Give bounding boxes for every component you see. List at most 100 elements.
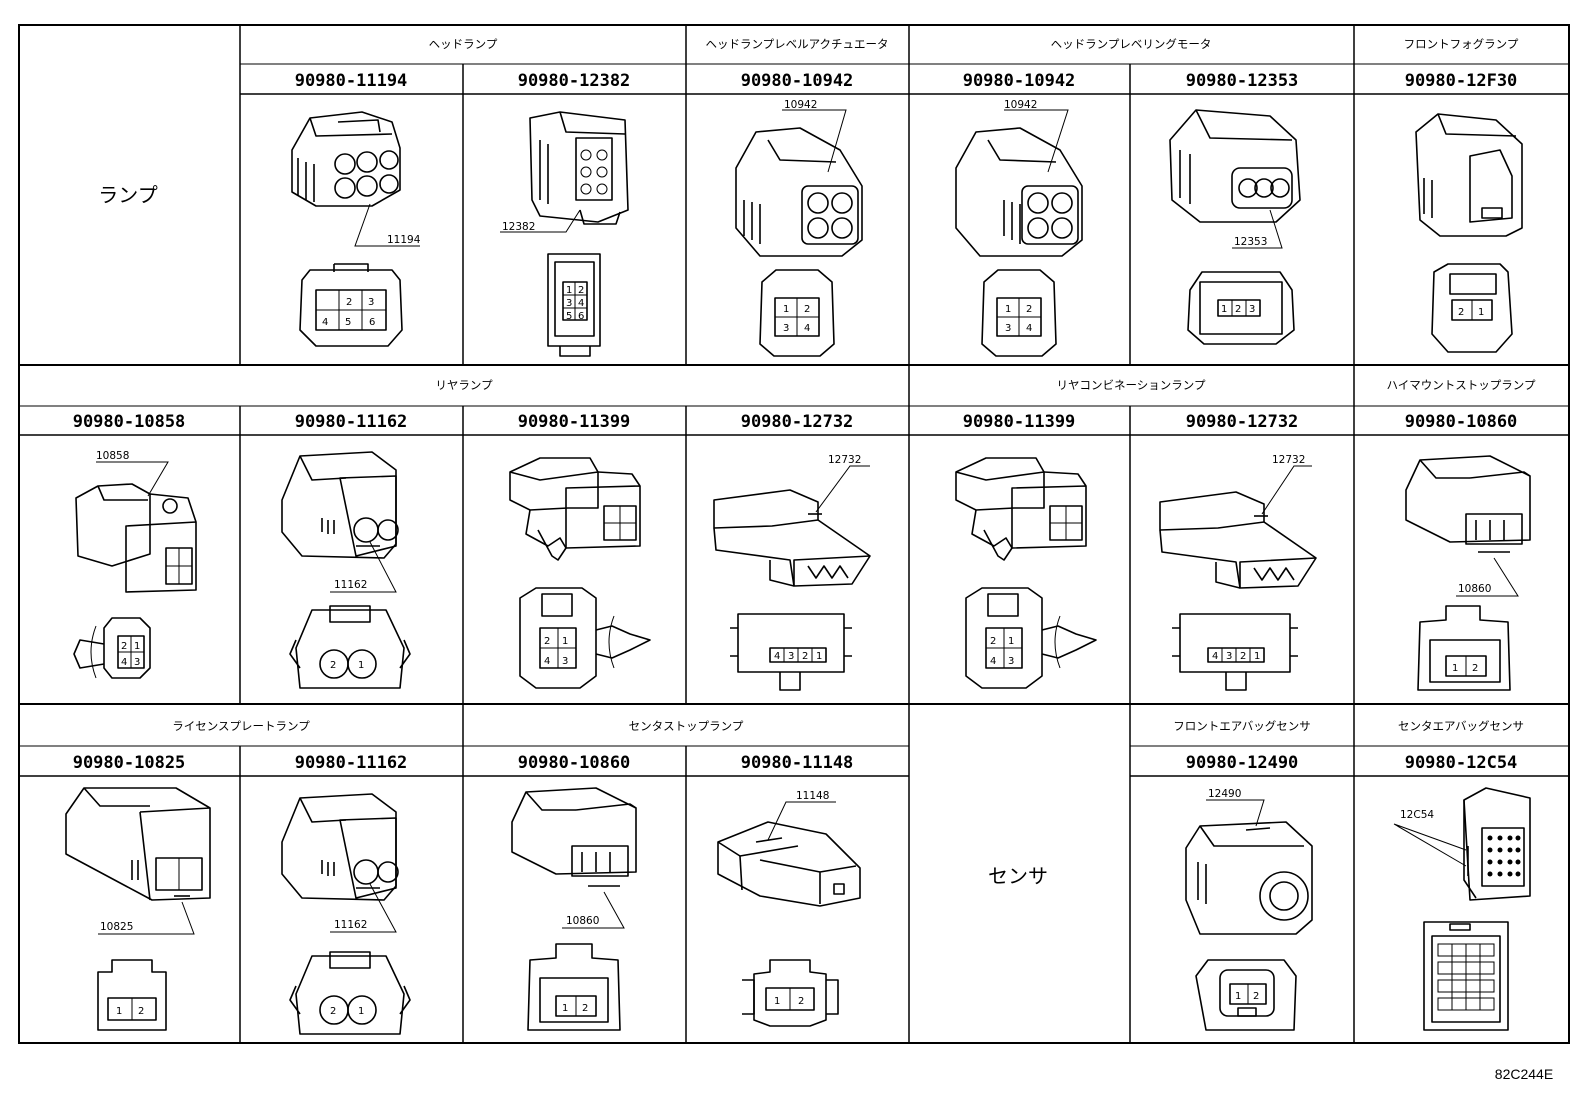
- pin-label: 1: [358, 1006, 364, 1017]
- callout-label: 12732: [1272, 454, 1305, 466]
- svg-text:1: 1: [1005, 304, 1011, 315]
- part-number: 90980-10825: [73, 753, 186, 773]
- group-header-front-fog: フロントフォグランプ: [1404, 37, 1519, 51]
- part-number: 90980-12353: [1186, 71, 1299, 91]
- part-number: 90980-12732: [741, 412, 854, 432]
- row-label-lamp: ランプ: [98, 183, 157, 207]
- connector-drawing-11148: 11148 1 2: [717, 790, 861, 1027]
- pin-label: 3: [1226, 651, 1232, 662]
- connector-drawing-12732-a: 12732 4 3 2 1: [713, 454, 871, 691]
- svg-text:1: 1: [783, 304, 789, 315]
- group-header-leveling-actuator: ヘッドランプレベルアクチュエータ: [705, 37, 888, 51]
- callout-label: 12490: [1208, 788, 1241, 800]
- figure-reference: 82C244E: [1495, 1066, 1553, 1082]
- callout-label: 12C54: [1400, 809, 1434, 821]
- part-number: 90980-12382: [518, 71, 631, 91]
- part-number: 90980-11162: [295, 412, 408, 432]
- row-label-sensor: センサ: [988, 864, 1048, 888]
- connector-drawing-11399-a: 2 1 4 3: [509, 457, 651, 689]
- svg-text:6: 6: [369, 317, 375, 328]
- connector-drawing-11162-a: 11162 2 1: [281, 451, 411, 689]
- svg-text:5: 5: [566, 311, 572, 322]
- connector-drawing-11399-b: 2 1 4 3: [955, 457, 1097, 689]
- part-number-row-1: 90980-11194 90980-12382 90980-10942 9098…: [295, 71, 1518, 91]
- pin-label: 2: [990, 636, 996, 647]
- pin-label: 2: [1472, 663, 1478, 674]
- callout-label: 12732: [828, 454, 861, 466]
- pin-label: 2: [802, 651, 808, 662]
- callout-label: 11162: [334, 919, 367, 931]
- svg-text:1: 1: [1221, 304, 1227, 315]
- pin-label: 1: [816, 651, 822, 662]
- part-number: 90980-11399: [963, 412, 1076, 432]
- svg-text:2: 2: [346, 297, 352, 308]
- callout-label: 10942: [1004, 99, 1037, 111]
- svg-text:6: 6: [578, 311, 584, 322]
- group-header-front-airbag: フロントエアバッグセンサ: [1173, 719, 1311, 733]
- callout-label: 10825: [100, 921, 133, 933]
- connector-drawing-11162-b: 11162 2 1: [281, 793, 411, 1035]
- pin-label: 1: [116, 1006, 122, 1017]
- connector-drawing-10942-b: 10942 1 2 3 4: [955, 99, 1083, 357]
- grid-lines: [19, 25, 1569, 1043]
- part-number: 90980-11194: [295, 71, 408, 91]
- svg-text:2: 2: [1235, 304, 1241, 315]
- connector-drawing-12F30: 2 1: [1415, 113, 1523, 353]
- pin-label: 1: [1452, 663, 1458, 674]
- group-header-leveling-motor: ヘッドランプレベリングモータ: [1051, 37, 1212, 51]
- part-number: 90980-10860: [1405, 412, 1518, 432]
- part-number: 90980-12490: [1186, 753, 1299, 773]
- group-header-high-mount: ハイマウントストップランプ: [1387, 378, 1536, 392]
- callout-label: 10860: [566, 915, 599, 927]
- pin-label: 1: [1235, 991, 1241, 1002]
- svg-text:4: 4: [578, 298, 584, 309]
- pin-label: 4: [121, 657, 127, 668]
- group-header-rear-combination: リヤコンビネーションランプ: [1057, 378, 1206, 392]
- pin-label: 2: [1240, 651, 1246, 662]
- part-number: 90980-10942: [741, 71, 854, 91]
- pin-label: 3: [788, 651, 794, 662]
- pin-label: 2: [330, 1006, 336, 1017]
- table-frame: [18, 24, 1570, 1044]
- pin-label: 3: [1008, 656, 1014, 667]
- svg-text:3: 3: [1249, 304, 1255, 315]
- pin-label: 2: [1253, 991, 1259, 1002]
- pin-label: 2: [138, 1006, 144, 1017]
- connector-drawing-12C54: 12C54: [1393, 787, 1531, 1031]
- part-number: 90980-10942: [963, 71, 1076, 91]
- callout-label: 10860: [1458, 583, 1491, 595]
- svg-text:3: 3: [368, 297, 374, 308]
- part-number: 90980-12F30: [1405, 71, 1518, 91]
- svg-text:3: 3: [783, 323, 789, 334]
- part-number-row-2: 90980-10858 90980-11162 90980-11399 9098…: [73, 412, 1518, 432]
- pin-label: 2: [582, 1003, 588, 1014]
- callout-label: 12353: [1234, 236, 1267, 248]
- svg-text:4: 4: [1026, 323, 1032, 334]
- callout-label: 11148: [796, 790, 829, 802]
- svg-text:3: 3: [1005, 323, 1011, 334]
- group-header-headlamp: ヘッドランプ: [429, 37, 498, 51]
- part-number: 90980-10858: [73, 412, 186, 432]
- pin-label: 1: [1008, 636, 1014, 647]
- group-header-rear: リヤランプ: [435, 378, 493, 392]
- pin-label: 1: [1478, 307, 1484, 318]
- svg-text:2: 2: [1026, 304, 1032, 315]
- connector-drawing-12490: 12490 1 2: [1185, 788, 1313, 1031]
- pin-label: 4: [774, 651, 780, 662]
- part-number-row-3: 90980-10825 90980-11162 90980-10860 9098…: [73, 753, 1518, 773]
- svg-text:5: 5: [345, 317, 351, 328]
- pin-label: 3: [562, 656, 568, 667]
- svg-text:4: 4: [804, 323, 810, 334]
- group-header-center-airbag: センタエアバッグセンサ: [1398, 719, 1524, 733]
- pin-label: 3: [134, 657, 140, 668]
- group-header-center-stop: センタストップランプ: [629, 719, 744, 733]
- pin-label: 4: [544, 656, 550, 667]
- svg-text:1: 1: [566, 285, 572, 296]
- connector-drawing-10825: 10825 1 2: [65, 787, 211, 1031]
- svg-text:2: 2: [804, 304, 810, 315]
- pin-label: 2: [798, 996, 804, 1007]
- pin-label: 1: [774, 996, 780, 1007]
- part-number: 90980-11162: [295, 753, 408, 773]
